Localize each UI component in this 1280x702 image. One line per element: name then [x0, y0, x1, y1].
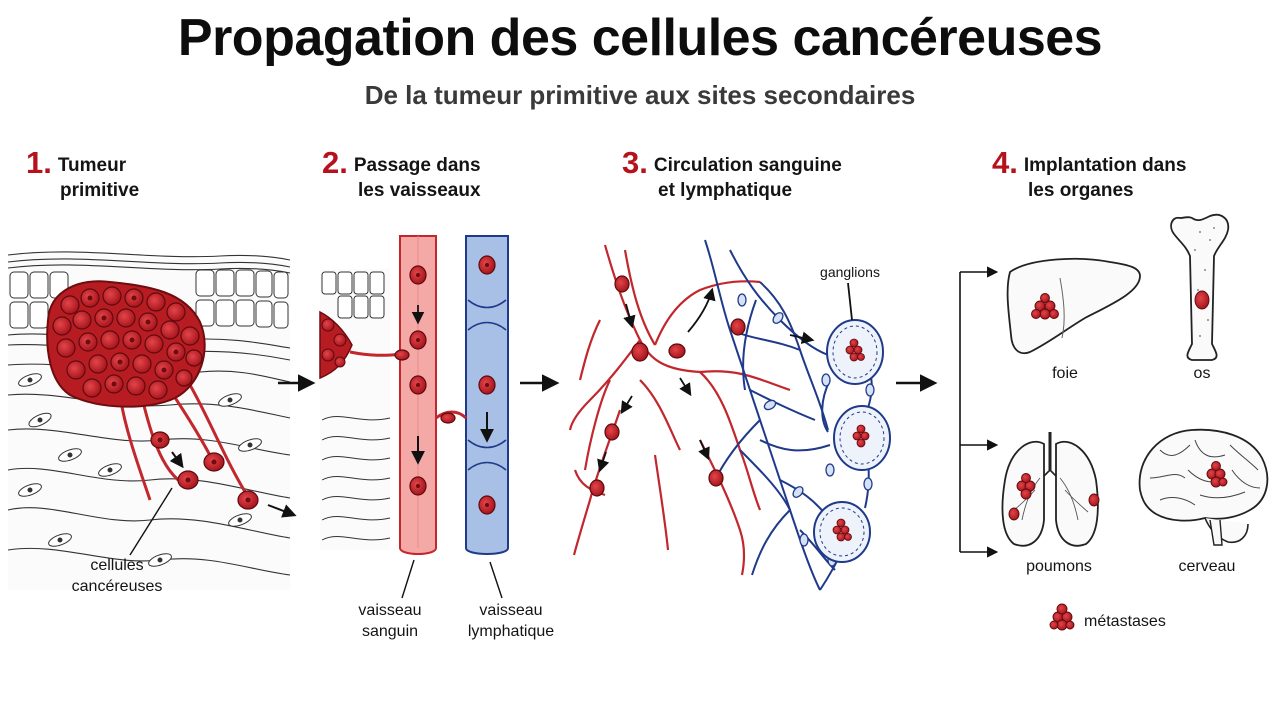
cancer-cells-label-line2: cancéreuses [71, 578, 163, 595]
page-title: Propagation des cellules cancéreuses [177, 9, 1103, 67]
lymph-nodes-label: ganglions [820, 264, 880, 280]
step-3-number: 3. [622, 145, 648, 180]
lymph-vessel [465, 235, 509, 555]
bone-label: os [1193, 365, 1211, 382]
step-2-number: 2. [322, 145, 348, 180]
bone-illustration [1170, 213, 1230, 361]
step-3-heading: 3.Circulation sanguine et lymphatique [622, 147, 842, 203]
circulating-cells-vessels [394, 255, 496, 515]
step-2-heading: 2.Passage dans les vaisseaux [322, 147, 481, 203]
blood-vessel-label-line2: sanguin [361, 623, 419, 640]
liver-label: foie [1052, 365, 1078, 382]
lungs-label: poumons [1026, 558, 1092, 575]
lymph-vessel-label: vaisseau lymphatique [452, 600, 570, 642]
step-4-title-line2: les organes [1028, 180, 1134, 201]
metastases-legend-label: métastases [1084, 613, 1166, 630]
step-4-title-line1: Implantation dans [1023, 155, 1187, 176]
lungs-illustration [1001, 432, 1100, 547]
step-4-number: 4. [992, 145, 1018, 180]
step-1-title-line1: Tumeur [57, 155, 127, 176]
lymph-vessel-label-line2: lymphatique [467, 623, 555, 640]
step-1-heading: 1.Tumeur primitive [26, 147, 140, 203]
cancer-cells-label: cellules cancéreuses [62, 555, 172, 597]
circulating-cells [589, 275, 746, 497]
lymph-nodes [813, 319, 891, 563]
brain-label: cerveau [1178, 558, 1236, 575]
step-2-title-line2: les vaisseaux [358, 180, 481, 201]
panel-2-vessel-intravasation [319, 235, 509, 599]
panel-4-organs [959, 213, 1269, 631]
panel-3-circulation [568, 239, 891, 591]
step-3-title-line2: et lymphatique [658, 180, 793, 201]
liver-illustration [1006, 257, 1141, 355]
panel-1-primary-tumor [7, 251, 297, 590]
step-1-number: 1. [26, 145, 52, 180]
step-1-title-line2: primitive [60, 180, 140, 201]
brain-illustration [1138, 428, 1269, 546]
page-subtitle: De la tumeur primitive aux sites seconda… [364, 80, 916, 110]
stromal-cells [18, 373, 262, 567]
lymph-vessel-label-line1: vaisseau [479, 602, 543, 619]
blood-capillaries [568, 244, 791, 576]
blood-vessel-label: vaisseau sanguin [340, 600, 440, 642]
tumor-mass [46, 280, 206, 408]
step-2-title-line1: Passage dans [353, 155, 481, 176]
distribution-arrows [959, 266, 999, 558]
epithelial-cells [9, 269, 289, 329]
metastasis-legend-icon [1049, 603, 1075, 631]
step-3-title-line1: Circulation sanguine [653, 155, 842, 176]
cancer-cells-label-line1: cellules [90, 557, 144, 574]
blood-vessel-label-line1: vaisseau [358, 602, 422, 619]
step-4-heading: 4.Implantation dans les organes [992, 147, 1187, 203]
